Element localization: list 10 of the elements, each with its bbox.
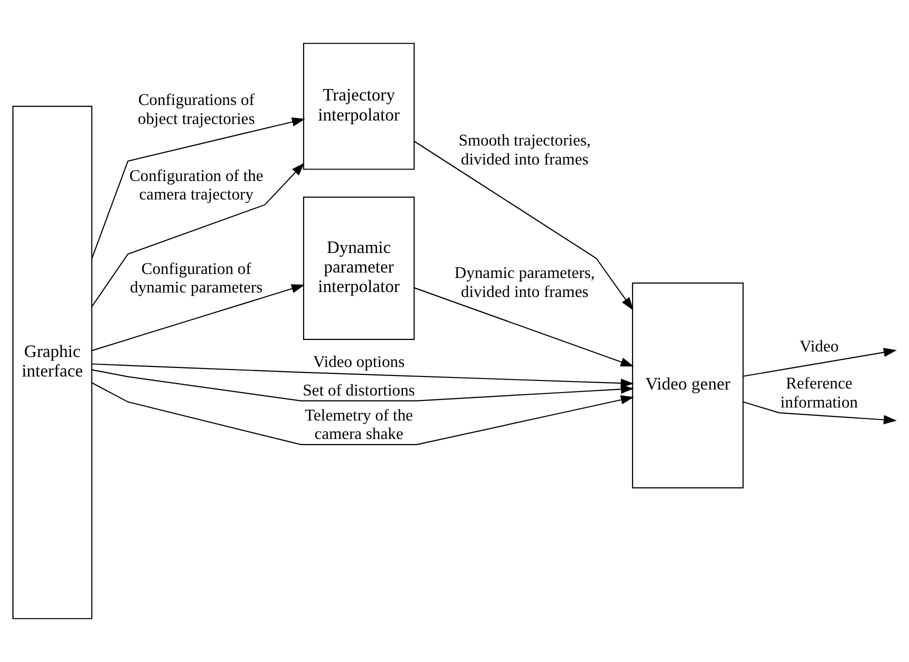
edge-label: Set of distortions — [302, 380, 415, 400]
edge-label: Reference information — [780, 374, 858, 412]
edge-label: Telemetry of the camera shake — [304, 405, 413, 444]
edge-label: Dynamic parameters, divided into frames — [454, 263, 595, 301]
edge-label: Video options — [313, 352, 405, 371]
edge-label: Configuration of dynamic parameters — [130, 258, 263, 296]
edge-label: Video — [800, 336, 839, 356]
edge-label: Configurations of object trajectories — [138, 90, 255, 128]
edge-label: Smooth trajectories, divided into frames — [458, 130, 591, 168]
edge-label: Configuration of the camera trajectory — [129, 166, 264, 204]
